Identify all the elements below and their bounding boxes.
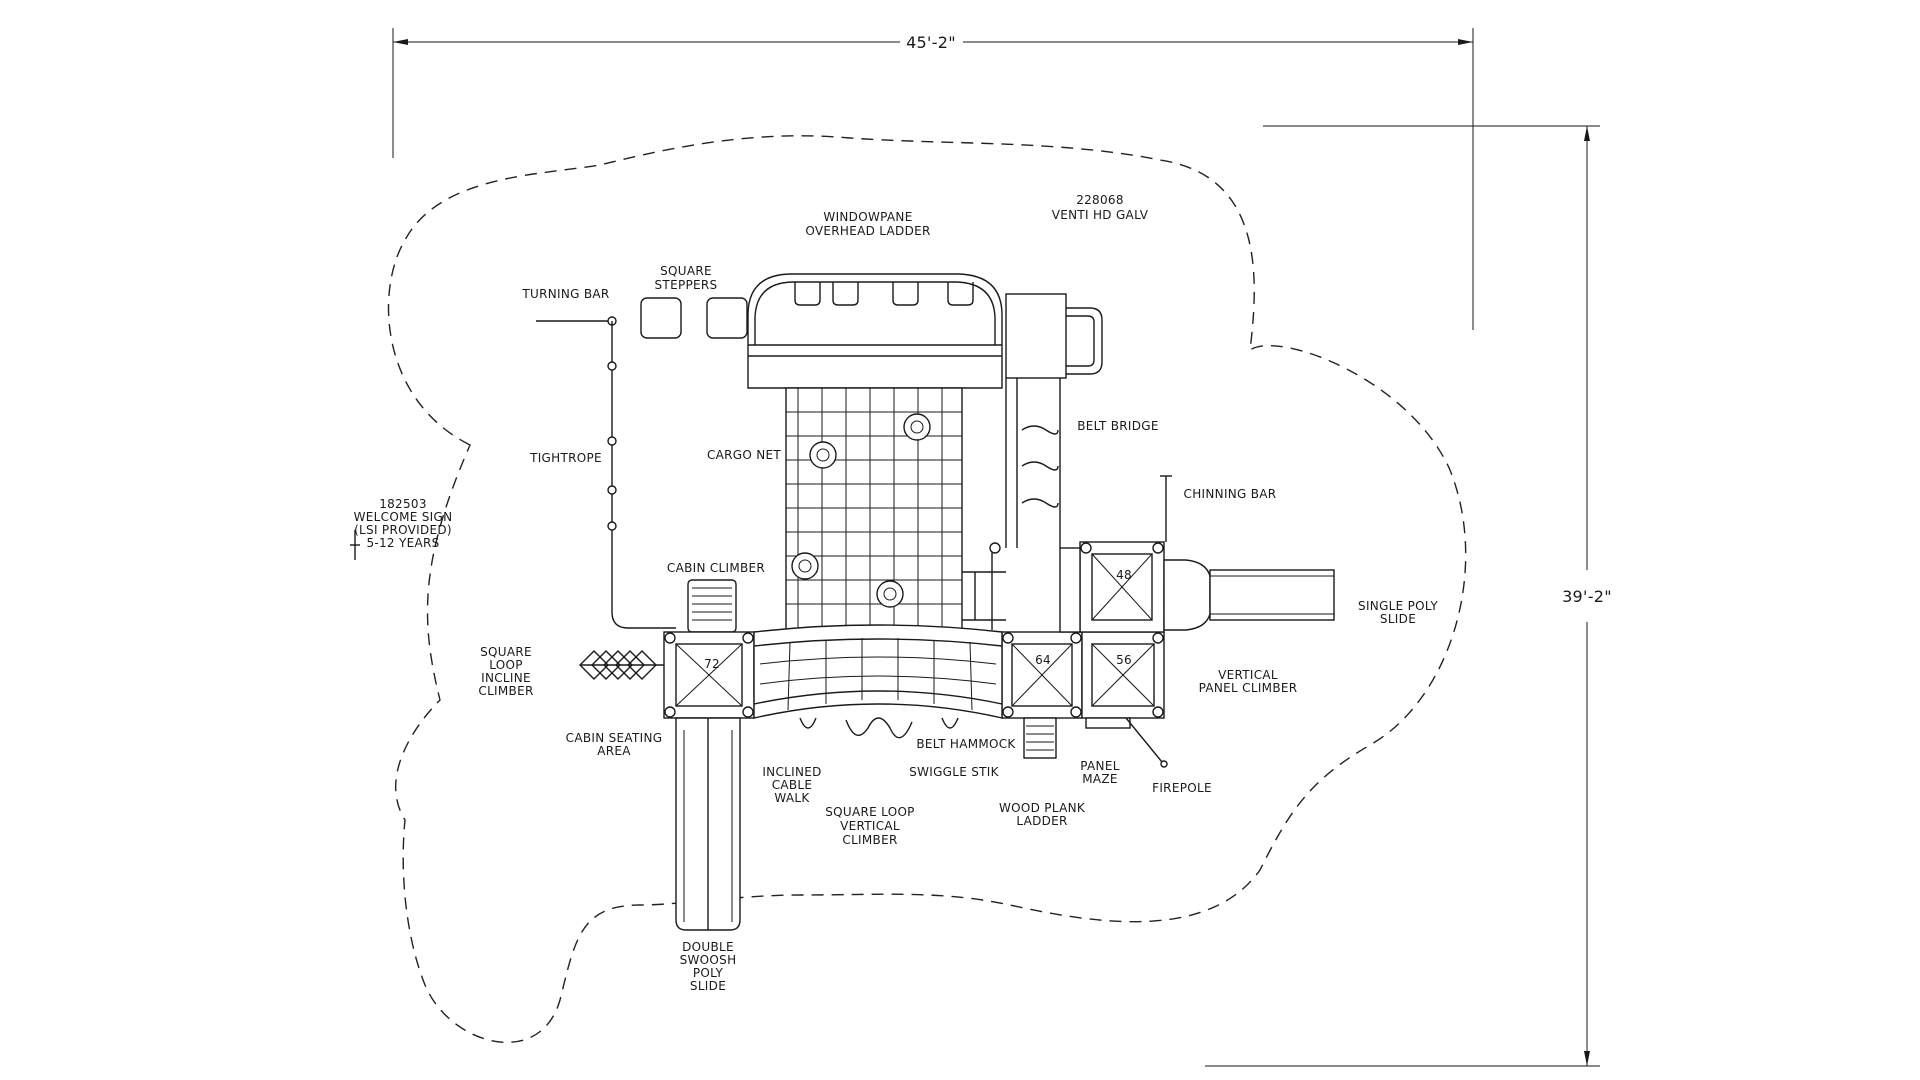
connector-deck xyxy=(1059,547,1081,633)
vertical-panel-label-line-1: VERTICAL xyxy=(1218,668,1278,682)
model-name-label: VENTI HD GALV xyxy=(1052,208,1149,222)
cabin-seating-label-line-2: AREA xyxy=(597,744,631,758)
labels: 228068 VENTI HD GALV WINDOWPANE OVERHEAD… xyxy=(354,193,1438,993)
windowpane-label-line-2: OVERHEAD LADDER xyxy=(805,224,930,238)
platform-48-label: 48 xyxy=(1116,568,1132,582)
double-swoosh-label-line-3: POLY xyxy=(693,966,724,980)
square-loop-vertical-label-line-1: SQUARE LOOP xyxy=(825,805,914,819)
welcome-sign-label-line-1: 182503 xyxy=(379,497,427,511)
tightrope xyxy=(607,321,676,629)
inclined-cable-label-line-1: INCLINED xyxy=(762,765,821,779)
firepole xyxy=(1125,717,1168,768)
chinning-bar xyxy=(1160,475,1172,542)
square-loop-incline-label-line-2: LOOP xyxy=(489,658,523,672)
platform-56: 56 xyxy=(1081,631,1165,719)
tightrope-label: TIGHTROPE xyxy=(529,451,602,465)
square-loop-vertical-label-line-3: CLIMBER xyxy=(842,833,897,847)
swiggle-stik xyxy=(799,717,959,739)
windowpane-overhead-ladder xyxy=(747,273,1003,389)
square-loop-incline-label-line-4: CLIMBER xyxy=(478,684,533,698)
turning-bar xyxy=(536,316,617,326)
square-loop-incline-label-line-1: SQUARE xyxy=(480,645,532,659)
wood-plank-ladder xyxy=(1023,717,1057,759)
belt-hammock-label: BELT HAMMOCK xyxy=(916,737,1016,751)
panel-maze-label-line-2: MAZE xyxy=(1082,772,1118,786)
welcome-sign-marker xyxy=(350,530,360,560)
windowpane-label-line-1: WINDOWPANE xyxy=(823,210,912,224)
wood-plank-label-line-2: LADDER xyxy=(1016,814,1067,828)
chinning-bar-label: CHINNING BAR xyxy=(1184,487,1277,501)
platform-72-label: 72 xyxy=(704,657,720,671)
square-loop-incline-label-line-3: INCLINE xyxy=(481,671,531,685)
panel-maze xyxy=(1085,717,1131,729)
inclined-cable-label-line-2: CABLE xyxy=(772,778,813,792)
square-steppers-label-line-1: SQUARE xyxy=(660,264,712,278)
cargo-net-label: CARGO NET xyxy=(707,448,781,462)
double-swoosh-label-line-1: DOUBLE xyxy=(682,940,734,954)
welcome-sign-label-line-4: 5-12 YEARS xyxy=(366,536,439,550)
height-dimension-label: 39'-2" xyxy=(1562,587,1612,606)
square-steppers xyxy=(640,297,748,339)
belt-bridge xyxy=(1005,293,1103,548)
platform-72: 72 xyxy=(663,631,755,719)
cabin-climber xyxy=(687,579,737,633)
square-loop-vertical-climber xyxy=(753,624,1003,719)
net-side-railing xyxy=(962,542,1006,630)
single-poly-slide-label-line-1: SINGLE POLY xyxy=(1358,599,1438,613)
vertical-panel-label-line-2: PANEL CLIMBER xyxy=(1199,681,1298,695)
welcome-sign-label-line-2: WELCOME SIGN xyxy=(354,510,453,524)
platform-64: 64 xyxy=(1001,631,1083,719)
cabin-climber-label: CABIN CLIMBER xyxy=(667,561,765,575)
firepole-label: FIREPOLE xyxy=(1152,781,1212,795)
turning-bar-label: TURNING BAR xyxy=(521,287,609,301)
panel-maze-label-line-1: PANEL xyxy=(1080,759,1119,773)
square-loop-vertical-label-line-2: VERTICAL xyxy=(840,819,900,833)
belt-bridge-label: BELT BRIDGE xyxy=(1077,419,1159,433)
platform-56-label: 56 xyxy=(1116,653,1132,667)
square-loop-incline-climber xyxy=(579,650,664,680)
cabin-seating-label-line-1: CABIN SEATING xyxy=(566,731,663,745)
cargo-net xyxy=(785,387,963,631)
width-dimension: 45'-2" xyxy=(392,28,1474,330)
single-poly-slide xyxy=(1163,559,1335,631)
platform-64-label: 64 xyxy=(1035,653,1051,667)
single-poly-slide-label-line-2: SLIDE xyxy=(1380,612,1416,626)
inclined-cable-label-line-3: WALK xyxy=(774,791,810,805)
wood-plank-label-line-1: WOOD PLANK xyxy=(999,801,1086,815)
model-number-label: 228068 xyxy=(1076,193,1124,207)
square-steppers-label-line-2: STEPPERS xyxy=(655,278,718,292)
platform-48: 48 xyxy=(1079,541,1165,633)
double-swoosh-label-line-2: SWOOSH xyxy=(680,953,737,967)
width-dimension-label: 45'-2" xyxy=(906,33,956,52)
height-dimension: 39'-2" xyxy=(1205,125,1612,1067)
use-zone-boundary xyxy=(387,135,1467,1044)
double-swoosh-label-line-4: SLIDE xyxy=(690,979,726,993)
welcome-sign-label-line-3: (LSI PROVIDED) xyxy=(354,523,452,537)
swiggle-stik-label: SWIGGLE STIK xyxy=(909,765,999,779)
double-swoosh-poly-slide xyxy=(675,717,741,931)
